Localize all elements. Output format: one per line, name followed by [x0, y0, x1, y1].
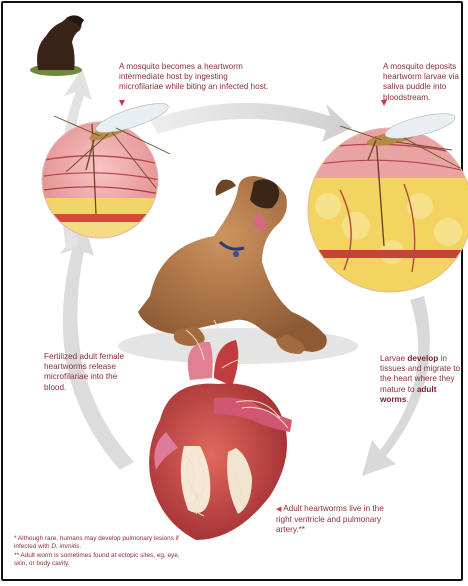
- footnote1-pre: * Although rare, humans may develop pulm…: [14, 535, 179, 550]
- skin-bite-closeup: [40, 122, 170, 242]
- footnotes: * Although rare, humans may develop pulm…: [14, 535, 184, 569]
- caption-adult-heartworms: ◀ Adult heartworms live in the right ven…: [276, 504, 388, 536]
- arrow-top: [150, 103, 352, 142]
- caption-step2-text: A mosquito deposits heartworm larvae via…: [383, 62, 459, 102]
- caption-step4-text: Adult heartworms live in the right ventr…: [276, 504, 384, 534]
- caption-step5-text: Fertilized adult female heartworms relea…: [44, 352, 124, 392]
- caption-mosquito-deposits: A mosquito deposits heartworm larvae via…: [383, 62, 463, 103]
- caption-larvae-develop: Larvae develop in tissues and migrate to…: [380, 354, 462, 405]
- caption-step1-text: A mosquito becomes a heartworm intermedi…: [119, 62, 268, 91]
- pointer-step1: [119, 100, 125, 106]
- caption-mosquito-ingests: A mosquito becomes a heartworm intermedi…: [119, 62, 269, 93]
- caption-step3-post: .: [406, 395, 408, 404]
- footnote1-post: .: [79, 543, 81, 550]
- skin-deposit-closeup: [300, 128, 468, 292]
- caption-step3-pre: Larvae: [380, 354, 407, 363]
- infected-dog-illustration: [30, 15, 84, 76]
- caption-step4-marker: ◀: [276, 506, 281, 513]
- caption-step3-develop: develop: [407, 354, 438, 363]
- footnote-ectopic-sites: ** Adult worm is sometimes found at ecto…: [14, 552, 184, 569]
- caption-release-microfilariae: Fertilized adult female heartworms relea…: [44, 352, 126, 393]
- footnote1-species: D. immitis: [51, 543, 79, 550]
- footnote-human-infection: * Although rare, humans may develop pulm…: [14, 535, 184, 552]
